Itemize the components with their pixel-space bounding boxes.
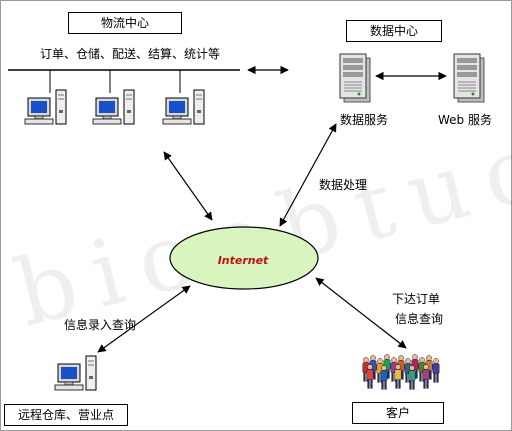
logistics-center-title: 物流中心 bbox=[68, 12, 182, 34]
data-processing-label: 数据处理 bbox=[319, 178, 368, 192]
remote-site-title: 远程仓库、营业点 bbox=[4, 404, 128, 426]
logistics-internet-arrow bbox=[163, 151, 213, 221]
order-submit-label: 下达订单 bbox=[392, 292, 441, 306]
customer-crowd bbox=[362, 353, 440, 391]
info-entry-query-label: 信息录入查询 bbox=[64, 318, 137, 332]
logistics-pc-1 bbox=[24, 89, 67, 125]
logistics-pc-3 bbox=[162, 89, 205, 125]
data-server bbox=[339, 53, 371, 103]
web-server bbox=[453, 53, 485, 103]
customer-internet-arrow bbox=[315, 277, 407, 349]
internet-label: Internet bbox=[218, 254, 269, 267]
customer-title: 客户 bbox=[352, 402, 444, 424]
data-server-label: 数据服务 bbox=[340, 113, 389, 127]
web-server-label: Web 服务 bbox=[438, 113, 492, 127]
data-center-title: 数据中心 bbox=[346, 20, 442, 42]
logistics-functions-label: 订单、仓储、配送、结算、统计等 bbox=[40, 47, 221, 61]
info-query-label: 信息查询 bbox=[395, 312, 444, 326]
internet-ellipse bbox=[169, 226, 319, 290]
remote-pc bbox=[54, 355, 97, 391]
remote-internet-arrow bbox=[97, 285, 191, 353]
logistics-pc-2 bbox=[92, 89, 135, 125]
datacenter-internet-arrow bbox=[279, 123, 337, 227]
